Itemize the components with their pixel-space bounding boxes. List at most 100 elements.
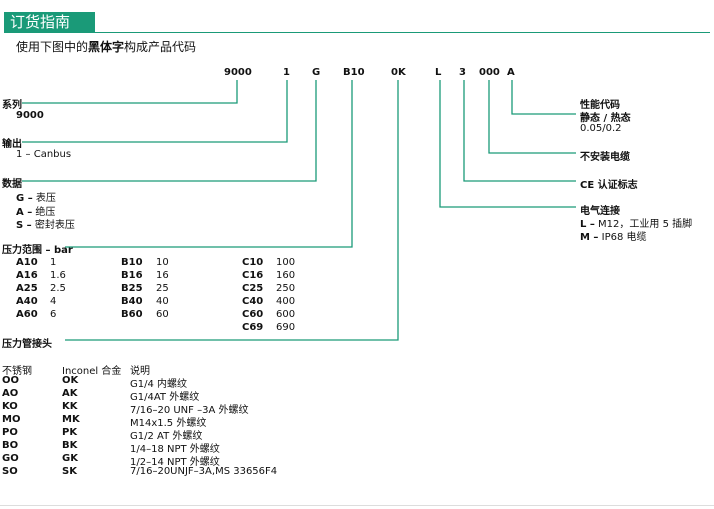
pressure-value: 2.5: [50, 283, 66, 294]
fitting-inconel-code: BK: [62, 440, 78, 451]
fitting-inconel-code: GK: [62, 453, 78, 464]
electrical-item: M – IP68 电缆: [580, 228, 647, 243]
pressure-value: 100: [276, 257, 296, 268]
code-part-cable: 000: [479, 67, 500, 78]
data-item: G – 表压: [16, 189, 56, 204]
fitting-header-stainless: 不锈钢: [2, 366, 32, 377]
pressure-value: 40: [156, 296, 169, 307]
page-title: 订货指南: [10, 13, 71, 31]
code-part-output: 1: [283, 67, 290, 78]
title-underline: [4, 32, 710, 33]
pressure-code: A10: [16, 257, 38, 268]
code-part-performance: A: [507, 67, 515, 78]
code-part-pressure: B10: [343, 67, 365, 78]
performance-sub: 静态 / 热态: [580, 113, 631, 124]
fitting-desc: G1/2 AT 外螺纹: [130, 431, 203, 442]
fitting-header-desc: 说明: [130, 366, 150, 377]
pressure-code: A60: [16, 309, 38, 320]
data-label: 数据: [2, 179, 22, 190]
data-item-text: 密封表压: [34, 220, 75, 231]
pressure-code: B60: [121, 309, 143, 320]
pressure-code: B25: [121, 283, 143, 294]
pressure-value: 1: [50, 257, 57, 268]
data-item-text: 绝压: [35, 207, 56, 218]
subtitle-pre: 使用下图中的: [16, 40, 89, 54]
pressure-code: C69: [242, 322, 264, 333]
series-value: 9000: [16, 110, 44, 121]
pressure-value: 6: [50, 309, 57, 320]
fitting-label: 压力管接头: [2, 339, 52, 350]
fitting-desc: M14x1.5 外螺纹: [130, 418, 207, 429]
data-item: A – 绝压: [16, 203, 55, 218]
performance-label: 性能代码: [580, 100, 620, 111]
electrical-label: 电气连接: [580, 206, 620, 217]
fitting-desc: G1/4AT 外螺纹: [130, 392, 200, 403]
output-label: 输出: [2, 139, 22, 150]
electrical-item-code: L –: [580, 219, 595, 230]
pressure-value: 160: [276, 270, 296, 281]
pressure-code: C25: [242, 283, 264, 294]
fitting-desc: G1/4 内螺纹: [130, 379, 188, 390]
fitting-ss-code: AO: [2, 388, 19, 399]
data-item: S – 密封表压: [16, 216, 75, 231]
pressure-value: 250: [276, 283, 296, 294]
pressure-value: 1.6: [50, 270, 66, 281]
fitting-inconel-code: KK: [62, 401, 78, 412]
title-bar: [4, 12, 95, 32]
pressure-value: 690: [276, 322, 296, 333]
series-label: 系列: [2, 100, 22, 111]
fitting-desc: 1/2–14 NPT 外螺纹: [130, 457, 220, 468]
fitting-inconel-code: PK: [62, 427, 78, 438]
pressure-value: 4: [50, 296, 57, 307]
fitting-ss-code: OO: [2, 375, 20, 386]
electrical-item-text: IP68 电缆: [601, 232, 647, 243]
code-part-data: G: [312, 67, 321, 78]
pressure-value: 16: [156, 270, 169, 281]
code-part-electrical: L: [435, 67, 442, 78]
data-item-code: A –: [16, 207, 33, 218]
pressure-code: B16: [121, 270, 143, 281]
performance-value: 0.05/0.2: [580, 123, 622, 134]
fitting-desc: 7/16–20 UNF –3A 外螺纹: [130, 405, 249, 416]
data-item-code: G –: [16, 193, 33, 204]
output-value-text: 1 – Canbus: [16, 149, 72, 160]
code-part-series: 9000: [224, 67, 252, 78]
fitting-desc: 1/4–18 NPT 外螺纹: [130, 444, 220, 455]
pressure-code: B40: [121, 296, 143, 307]
fitting-inconel-code: AK: [62, 388, 78, 399]
pressure-label: 压力范围 – bar: [2, 245, 73, 256]
fitting-desc: 7/16–20UNJF–3A,MS 33656F4: [130, 466, 278, 477]
fitting-ss-code: BO: [2, 440, 19, 451]
pressure-value: 60: [156, 309, 169, 320]
fitting-header-inconel: Inconel 合金: [62, 366, 122, 377]
electrical-item: L – M12，工业用 5 插脚: [580, 215, 692, 230]
fitting-ss-code: PO: [2, 427, 18, 438]
electrical-item-text: M12，工业用 5 插脚: [598, 219, 693, 230]
output-value: 1 – Canbus: [16, 149, 71, 160]
pressure-code: B10: [121, 257, 143, 268]
ce-label: CE 认证标志: [580, 180, 638, 191]
fitting-ss-code: KO: [2, 401, 18, 412]
data-item-text: 表压: [35, 193, 56, 204]
data-item-code: S –: [16, 220, 32, 231]
subtitle-bold: 黑体字: [88, 40, 125, 54]
electrical-item-code: M –: [580, 232, 599, 243]
fitting-ss-code: MO: [2, 414, 21, 425]
fitting-ss-code: SO: [2, 466, 18, 477]
page-subtitle: 使用下图中的黑体字构成产品代码: [16, 38, 196, 55]
pressure-value: 10: [156, 257, 169, 268]
subtitle-post: 构成产品代码: [124, 40, 197, 54]
no-cable-label: 不安装电缆: [580, 152, 630, 163]
fitting-ss-code: GO: [2, 453, 19, 464]
pressure-code: A16: [16, 270, 38, 281]
pressure-code: C40: [242, 296, 264, 307]
pressure-code: C10: [242, 257, 264, 268]
pressure-code: A25: [16, 283, 38, 294]
pressure-value: 25: [156, 283, 169, 294]
pressure-value: 600: [276, 309, 296, 320]
fitting-inconel-code: MK: [62, 414, 80, 425]
code-part-fitting: 0K: [391, 67, 406, 78]
fitting-inconel-code: OK: [62, 375, 79, 386]
pressure-code: C16: [242, 270, 264, 281]
